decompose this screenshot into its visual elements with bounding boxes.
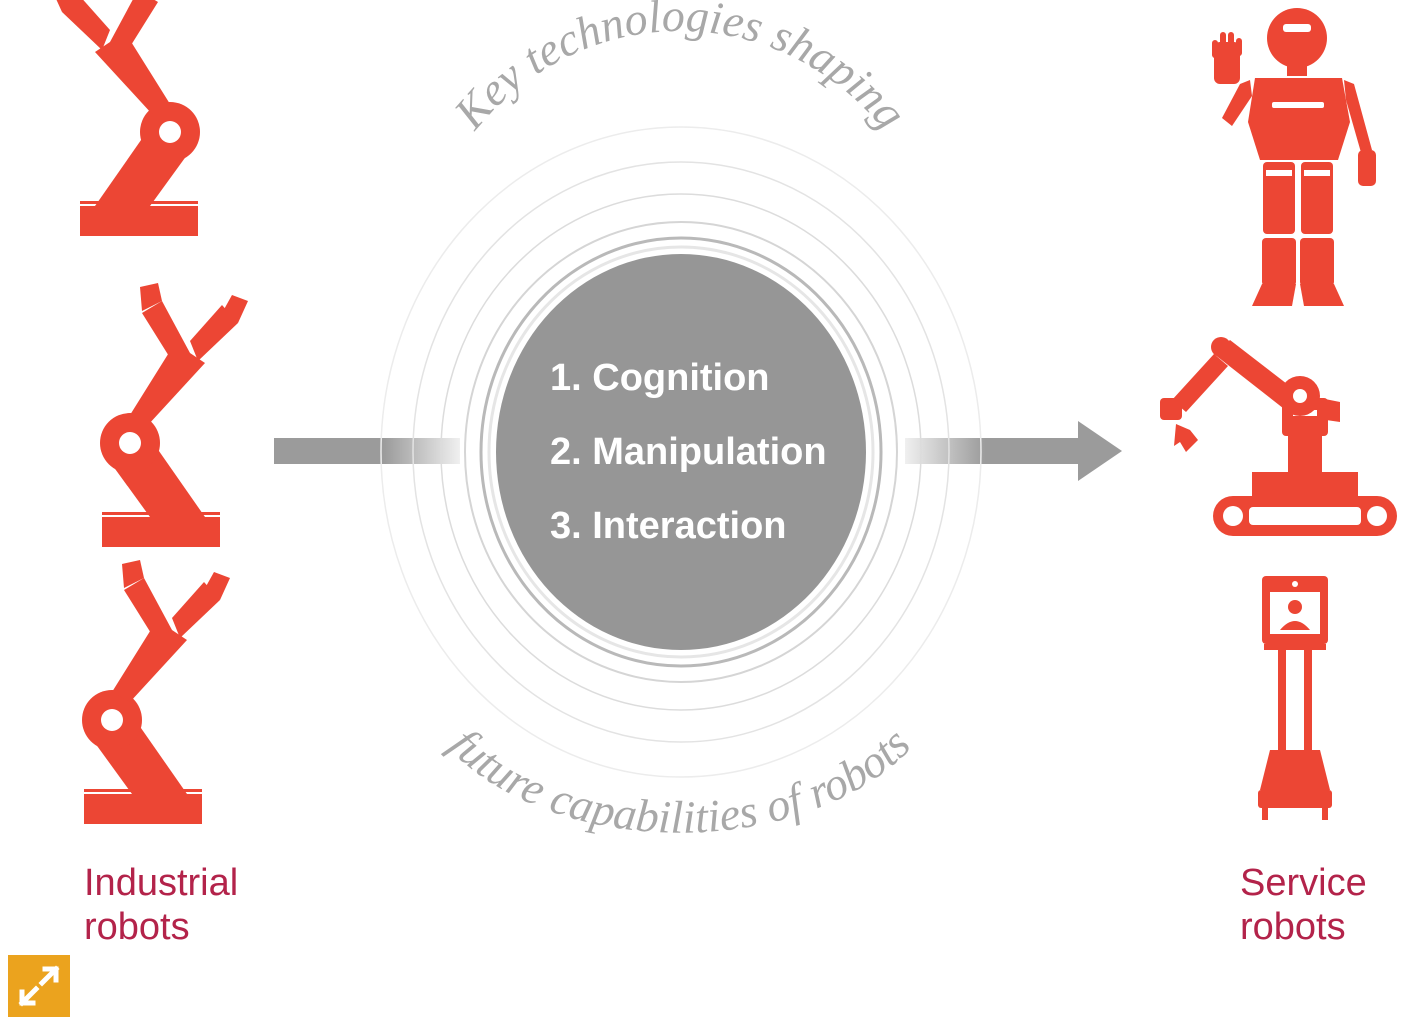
tracked-robot-arm-icon	[1160, 337, 1397, 536]
progress-arrow	[274, 421, 1122, 481]
industrial-robot-arm-icon	[82, 560, 230, 824]
industrial-robots-label-line1: Industrial	[84, 862, 239, 904]
arc-caption-top: Key technologies shaping	[443, 0, 916, 139]
industrial-robots-label-line2: robots	[84, 906, 190, 948]
capabilities-hub	[496, 254, 866, 650]
industrial-robots-label: Industrial robots	[84, 861, 238, 949]
telepresence-robot-icon	[1258, 576, 1332, 820]
service-robots-label: Service robots	[1240, 861, 1367, 949]
industrial-robots-group	[52, 0, 248, 824]
expand-arrows-icon	[8, 955, 70, 1017]
industrial-robot-arm-icon	[52, 0, 200, 236]
hub-item-cognition: 1. Cognition	[550, 357, 770, 399]
hub-item-interaction: 3. Interaction	[550, 505, 787, 547]
technology-rings	[380, 126, 982, 778]
industrial-robot-arm-icon	[100, 283, 248, 547]
service-robots-label-line1: Service	[1240, 862, 1367, 904]
humanoid-robot-icon	[1212, 8, 1376, 306]
expand-button[interactable]	[8, 955, 70, 1017]
hub-item-manipulation: 2. Manipulation	[550, 431, 827, 473]
arc-caption-bottom: future capabilities of robots	[440, 718, 919, 843]
service-robots-label-line2: robots	[1240, 906, 1346, 948]
